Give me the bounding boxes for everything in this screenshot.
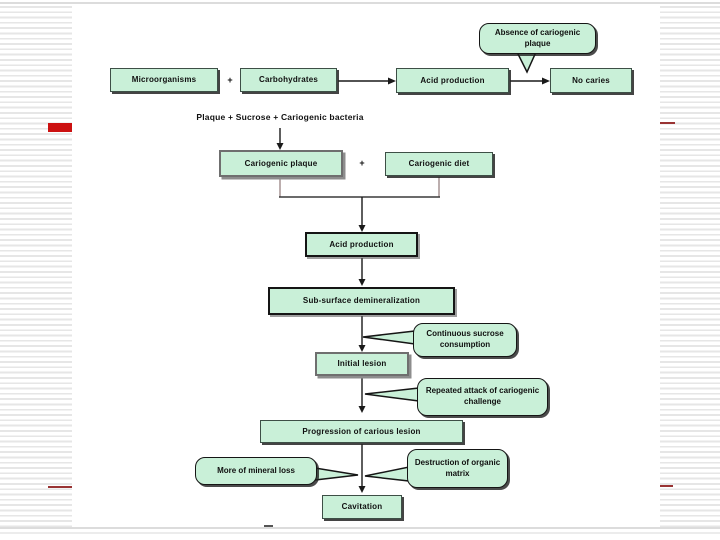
top-rule-line: [0, 2, 720, 4]
plus-sign-top: +: [224, 74, 236, 86]
callout-absence-tail: [515, 51, 538, 74]
callout-mineral-loss-label: More of mineral loss: [217, 465, 295, 475]
callout-mineral-loss: More of mineral loss: [195, 457, 317, 485]
right-ruled-stripes: [660, 6, 720, 527]
plaque-formula-text: Plaque + Sucrose + Cariogenic bacteria: [196, 112, 364, 122]
node-cariogenic-plaque: Cariogenic plaque: [219, 150, 343, 177]
node-subsurface-demineralization: Sub-surface demineralization: [268, 287, 455, 315]
node-no-caries: No caries: [550, 68, 632, 93]
node-microorganisms-label: Microorganisms: [131, 75, 197, 84]
bottom-rule-line-1: [0, 527, 720, 529]
bottom-rule-line-2: [0, 532, 720, 534]
node-acid-production-2-label: Acid production: [329, 239, 394, 249]
red-underline-right-bottom: [660, 485, 673, 487]
red-highlight-block: [48, 123, 72, 132]
node-initial-lesion-label: Initial lesion: [337, 359, 387, 368]
node-cavitation-label: Cavitation: [341, 502, 383, 511]
node-carbohydrates-label: Carbohydrates: [258, 75, 319, 84]
arrow-acid-to-nocaries: [510, 77, 550, 85]
plus-sign-middle: +: [356, 157, 368, 169]
callout-repeated-tail: [364, 387, 420, 402]
callout-continuous-sucrose: Continuous sucrose consumption: [413, 323, 517, 357]
arrow-subsurface-to-initial: [358, 316, 366, 352]
arrow-formula-to-plaque: [276, 128, 284, 150]
callout-repeated-attack-label: Repeated attack of cariogenic challenge: [425, 386, 540, 406]
callout-continuous-sucrose-label: Continuous sucrose consumption: [426, 329, 504, 349]
arrow-acid2-to-subsurface: [358, 258, 366, 286]
plus-sign-middle-label: +: [359, 158, 365, 168]
callout-destruction-matrix: Destruction of organic matrix: [407, 449, 508, 488]
node-acid-production-2: Acid production: [305, 232, 418, 257]
callout-absence-label: Absence of cariogenic plaque: [494, 27, 581, 48]
node-cariogenic-diet-label: Cariogenic diet: [408, 159, 470, 168]
arrow-carbohydrates-to-acid: [338, 77, 396, 85]
left-ruled-stripes: [0, 6, 72, 527]
node-acid-production-1-label: Acid production: [420, 75, 485, 85]
arrow-progression-to-cavitation: [358, 444, 366, 493]
node-subsurface-label: Sub-surface demineralization: [302, 296, 421, 305]
junction-plaque-diet: [279, 177, 440, 232]
red-underline-right-top: [660, 122, 675, 124]
callout-absence: Absence of cariogenic plaque: [479, 23, 596, 54]
node-progression: Progression of carious lesion: [260, 420, 463, 443]
arrow-initial-to-progression: [358, 377, 366, 413]
node-acid-production-1: Acid production: [396, 68, 509, 93]
node-progression-label: Progression of carious lesion: [302, 426, 421, 436]
node-cariogenic-diet: Cariogenic diet: [385, 152, 493, 176]
node-no-caries-label: No caries: [572, 75, 610, 85]
callout-destruction-matrix-label: Destruction of organic matrix: [414, 457, 501, 478]
bottom-tick-mark: [264, 525, 273, 527]
node-cavitation: Cavitation: [322, 495, 402, 519]
callout-sucrose-tail: [362, 330, 416, 345]
red-underline-left-bottom: [48, 486, 72, 488]
plus-sign-top-label: +: [227, 75, 233, 85]
callout-destruction-tail: [364, 466, 410, 482]
node-microorganisms: Microorganisms: [110, 68, 218, 92]
callout-repeated-attack: Repeated attack of cariogenic challenge: [417, 378, 548, 416]
node-carbohydrates: Carbohydrates: [240, 68, 337, 92]
node-initial-lesion: Initial lesion: [315, 352, 409, 376]
node-cariogenic-plaque-label: Cariogenic plaque: [244, 158, 318, 168]
callout-mineral-tail: [314, 467, 359, 481]
